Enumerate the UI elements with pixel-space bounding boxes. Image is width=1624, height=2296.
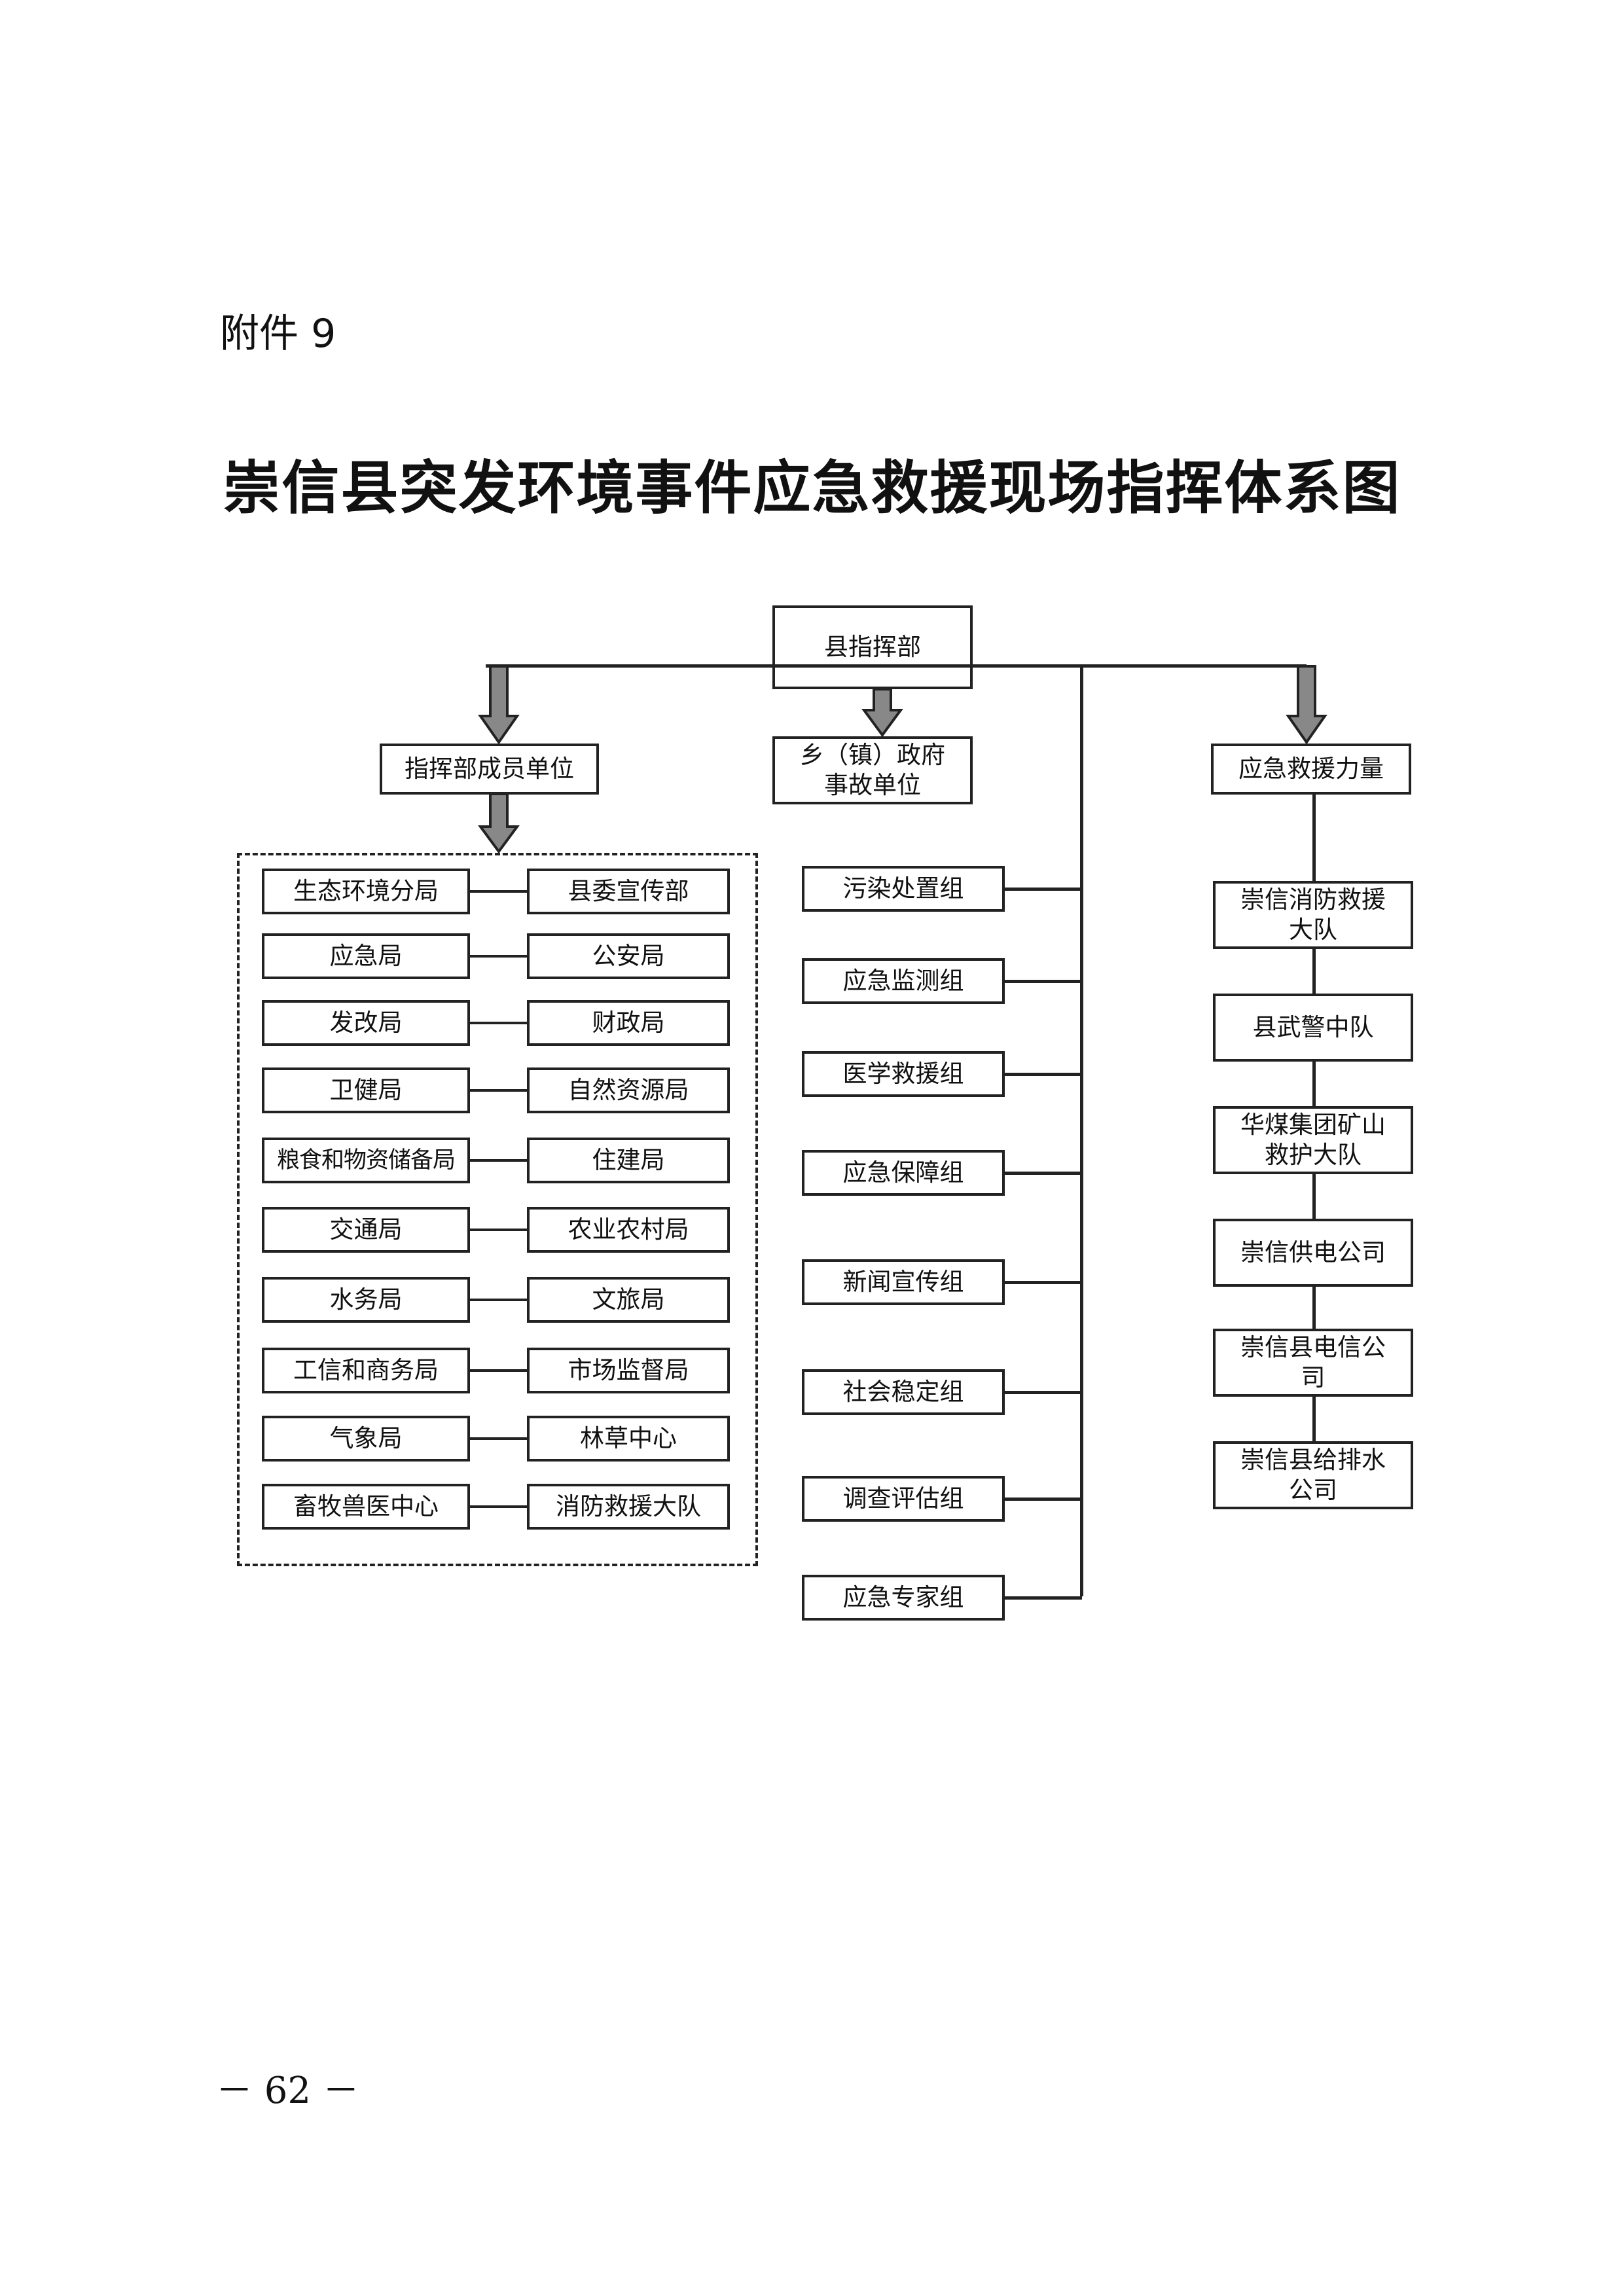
rescue-force-node: 崇信供电公司 [1213, 1219, 1413, 1287]
group-connector-line [1005, 1073, 1082, 1076]
group-connector-line [1005, 1498, 1082, 1501]
member-unit-right: 财政局 [527, 1000, 730, 1046]
member-unit-left: 生态环境分局 [262, 869, 470, 914]
rescue-force-node: 县武警中队 [1213, 994, 1413, 1062]
root-node-county-command: 县指挥部 [772, 605, 973, 689]
member-connector-line [470, 1089, 527, 1092]
rescue-force-node: 华煤集团矿山 救护大队 [1213, 1106, 1413, 1174]
township-node: 乡（镇）政府 事故单位 [772, 736, 973, 804]
group-connector-line [1005, 1281, 1082, 1284]
member-connector-line [470, 890, 527, 893]
group-connector-line [1005, 888, 1082, 891]
group-connector-line [1005, 1391, 1082, 1394]
group-connector-line [1005, 1172, 1082, 1175]
group-connector-line [1005, 980, 1082, 983]
member-connector-line [470, 1299, 527, 1301]
member-connector-line [470, 1437, 527, 1440]
rescue-force-node: 崇信消防救援 大队 [1213, 881, 1413, 949]
member-unit-right: 文旅局 [527, 1277, 730, 1323]
arrow-down-icon [478, 793, 520, 854]
member-unit-left: 交通局 [262, 1207, 470, 1253]
member-unit-left: 应急局 [262, 933, 470, 979]
member-unit-right: 自然资源局 [527, 1067, 730, 1113]
working-group-node: 应急保障组 [802, 1150, 1005, 1196]
arrow-down-icon [478, 665, 520, 745]
member-units-container [237, 853, 758, 1566]
attachment-label: 附件 9 [220, 311, 336, 357]
rescue-force-node: 崇信县电信公 司 [1213, 1329, 1413, 1397]
page-title: 崇信县突发环境事件应急救援现场指挥体系图 [223, 454, 1401, 522]
member-unit-left: 工信和商务局 [262, 1348, 470, 1393]
page-number: － 62 － [216, 2070, 359, 2112]
member-connector-line [470, 1159, 527, 1162]
member-unit-right: 公安局 [527, 933, 730, 979]
group-connector-line [1005, 1596, 1082, 1600]
member-unit-right: 消防救援大队 [527, 1484, 730, 1530]
working-group-node: 新闻宣传组 [802, 1259, 1005, 1305]
member-unit-left: 发改局 [262, 1000, 470, 1046]
member-unit-left: 卫健局 [262, 1067, 470, 1113]
working-group-node: 调查评估组 [802, 1476, 1005, 1522]
working-group-node: 应急专家组 [802, 1575, 1005, 1621]
member-unit-left: 粮食和物资储备局 [262, 1138, 470, 1183]
arrow-down-icon [1286, 665, 1327, 745]
member-connector-line [470, 1369, 527, 1372]
arrow-down-icon [861, 688, 903, 738]
member-connector-line [470, 1229, 527, 1231]
member-unit-right: 住建局 [527, 1138, 730, 1183]
member-unit-left: 畜牧兽医中心 [262, 1484, 470, 1530]
working-group-node: 医学救援组 [802, 1051, 1005, 1097]
forces-header-node: 应急救援力量 [1211, 744, 1411, 795]
rescue-force-node: 崇信县给排水 公司 [1213, 1441, 1413, 1509]
member-unit-right: 林草中心 [527, 1416, 730, 1462]
working-group-node: 应急监测组 [802, 958, 1005, 1004]
working-group-node: 社会稳定组 [802, 1369, 1005, 1415]
member-connector-line [470, 1022, 527, 1024]
member-unit-right: 县委宣传部 [527, 869, 730, 914]
member-connector-line [470, 1505, 527, 1508]
groups-trunk-line [1080, 664, 1083, 1596]
members-header-node: 指挥部成员单位 [380, 744, 599, 795]
top-connector-line [486, 664, 1307, 668]
member-unit-right: 农业农村局 [527, 1207, 730, 1253]
member-connector-line [470, 955, 527, 958]
working-group-node: 污染处置组 [802, 866, 1005, 912]
member-unit-right: 市场监督局 [527, 1348, 730, 1393]
member-unit-left: 气象局 [262, 1416, 470, 1462]
member-unit-left: 水务局 [262, 1277, 470, 1323]
